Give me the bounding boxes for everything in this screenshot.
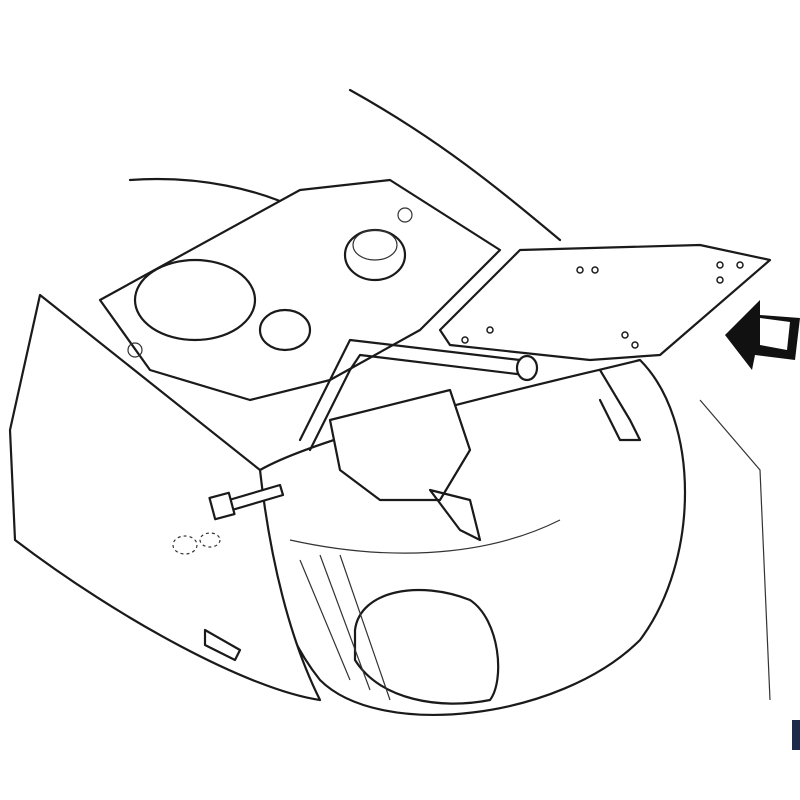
fuel-cap-knob-top bbox=[352, 229, 398, 261]
fuel-cap-knob bbox=[343, 228, 407, 282]
plate-holes bbox=[461, 261, 744, 349]
lens-outline bbox=[289, 519, 561, 554]
bolt-icon bbox=[208, 483, 285, 521]
rack-side-bracket bbox=[328, 388, 472, 502]
rack-leg bbox=[428, 488, 482, 542]
tail-lens bbox=[353, 588, 500, 705]
rack-leg-right bbox=[598, 368, 642, 442]
tank-panel bbox=[98, 178, 502, 402]
body-outline-right bbox=[699, 399, 771, 701]
bolt-washer-ghost bbox=[172, 532, 221, 555]
small-cap bbox=[258, 308, 312, 352]
rack-tube-end bbox=[515, 354, 539, 382]
side-fairing bbox=[8, 293, 322, 702]
lower-clip bbox=[203, 628, 242, 662]
body-outline-top bbox=[348, 88, 562, 242]
mount-hole bbox=[127, 342, 143, 358]
edge-mark bbox=[792, 720, 800, 750]
top-rack-plate bbox=[438, 243, 772, 362]
mount-hole bbox=[397, 207, 413, 223]
fuel-cap-large bbox=[133, 258, 257, 342]
lens-ribs bbox=[299, 554, 391, 701]
rack-tube bbox=[298, 338, 527, 452]
